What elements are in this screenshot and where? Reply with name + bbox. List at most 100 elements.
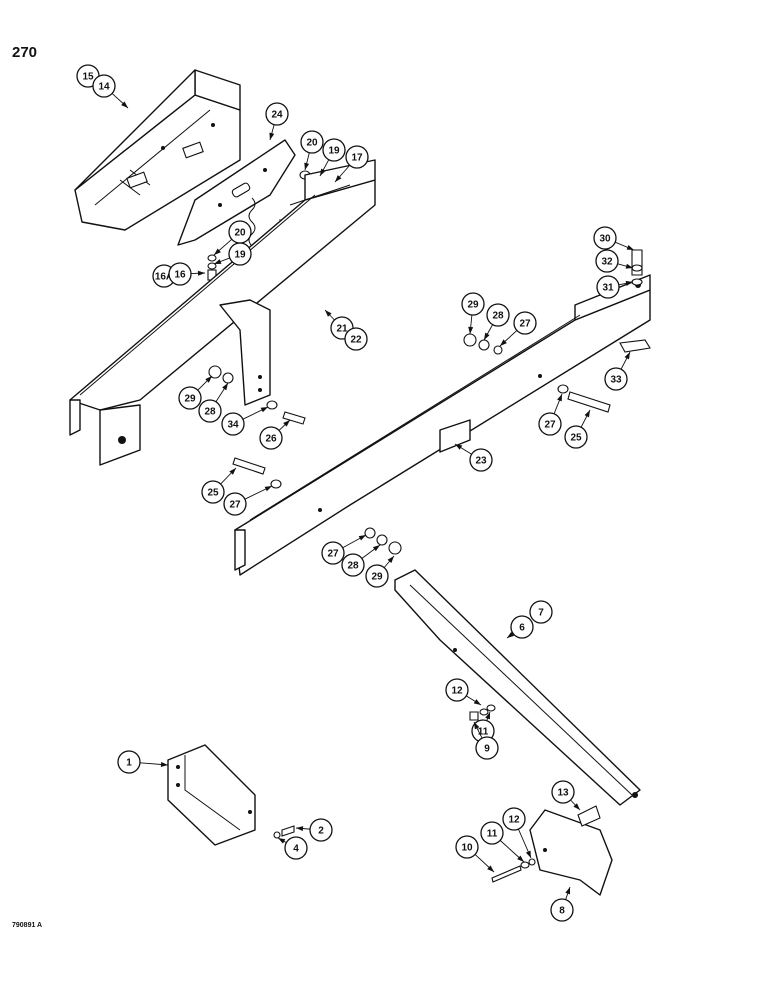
figure-code: 790891 A [12, 922, 43, 929]
callout-circle [341, 553, 365, 577]
leader-arrow [507, 631, 515, 638]
callout-label: 28 [492, 311, 504, 322]
callout-label: 30 [599, 234, 611, 245]
callout-c29c: 29 [365, 555, 395, 588]
callout-circle [510, 615, 534, 639]
callout-label: 16A [155, 272, 173, 283]
leader-arrow [573, 803, 580, 810]
callout-circle [198, 399, 222, 423]
brace-part-6 [394, 569, 641, 806]
callout-label: 1 [126, 758, 132, 769]
long-channel-part-23 [234, 274, 651, 576]
leader-arrow [304, 162, 310, 170]
leader-arrow [283, 420, 290, 427]
callout-c20b: 20 [213, 220, 252, 256]
callout-c1: 1 [117, 750, 169, 774]
leader-arrow [372, 545, 380, 552]
callout-circle [529, 600, 553, 624]
leader-arrow [320, 168, 326, 176]
callout-label: 14 [98, 82, 110, 93]
callout-label: 19 [234, 250, 246, 261]
leader-arrow [358, 535, 366, 541]
callout-label: 27 [519, 319, 531, 330]
leader-arrow [624, 352, 630, 360]
callout-c23: 23 [454, 443, 493, 472]
callout-circle [321, 541, 345, 565]
callout-c16: 16 [168, 262, 206, 286]
callout-label: 19 [328, 146, 340, 157]
callout-circle [564, 425, 588, 449]
page-number: 270 [12, 44, 38, 61]
callout-circle [513, 311, 537, 335]
callout-circle [595, 249, 619, 273]
callout-circle [221, 412, 245, 436]
callout-c2: 2 [295, 818, 333, 842]
callout-label: 27 [327, 549, 339, 560]
callout-circle [502, 807, 526, 831]
callout-c9: 9 [473, 721, 499, 760]
callout-circle [445, 678, 469, 702]
leader-arrow [565, 887, 571, 895]
leader-arrow [525, 850, 531, 858]
leader-arrow [468, 326, 474, 334]
callout-label: 25 [207, 488, 219, 499]
callout-circle [201, 480, 225, 504]
callout-label: 22 [350, 335, 362, 346]
callout-circle [551, 780, 575, 804]
leader-arrow [626, 245, 634, 250]
callout-label: 28 [347, 561, 359, 572]
leader-arrow [625, 280, 633, 286]
callout-label: 23 [475, 456, 487, 467]
leader-arrow [260, 407, 268, 413]
callout-circle [265, 102, 289, 126]
callout-label: 17 [351, 153, 363, 164]
callout-c4: 4 [277, 836, 308, 860]
callout-label: 27 [229, 500, 241, 511]
callout-circle [300, 130, 324, 154]
callout-c8: 8 [550, 886, 574, 922]
callout-label: 10 [461, 843, 473, 854]
callout-circle [550, 898, 574, 922]
callout-label: 11 [478, 727, 489, 738]
callout-label: 29 [184, 394, 196, 405]
callout-c28a: 28 [483, 303, 510, 341]
callout-circle [228, 242, 252, 266]
callout-circle [322, 138, 346, 162]
leader-arrow [197, 270, 205, 276]
callout-label: 32 [601, 257, 613, 268]
callout-label: 25 [570, 433, 582, 444]
callout-circle [284, 836, 308, 860]
hood-bracket-part [74, 69, 241, 231]
callout-circle [593, 226, 617, 250]
leader-arrow [484, 332, 490, 340]
callout-label: 12 [451, 686, 463, 697]
leader-arrow [473, 699, 481, 705]
callout-label: 15 [82, 72, 94, 83]
callout-circle [469, 448, 493, 472]
callout-c24: 24 [265, 102, 289, 141]
callout-c33: 33 [604, 351, 631, 391]
callout-label: 28 [204, 407, 216, 418]
callout-c19b: 19 [213, 242, 252, 266]
leader-arrow [455, 444, 463, 450]
leader-arrow [160, 761, 168, 767]
callout-circle [475, 736, 499, 760]
callout-label: 21 [336, 324, 348, 335]
callout-circle [461, 292, 485, 316]
callout-label: 8 [559, 906, 565, 917]
callout-c6: 6 [506, 615, 534, 639]
callout-circle [344, 327, 368, 351]
callout-c13: 13 [551, 780, 581, 811]
leader-arrow [264, 486, 272, 492]
callout-label: 20 [306, 138, 318, 149]
callout-c28c: 28 [341, 544, 381, 577]
leader-arrow [278, 838, 286, 844]
callout-circle [365, 564, 389, 588]
leader-arrow [625, 263, 633, 269]
callout-label: 33 [610, 375, 622, 386]
callout-circle [480, 821, 504, 845]
leader-arrow [335, 175, 342, 182]
callout-circle [117, 750, 141, 774]
callout-label: 34 [227, 420, 239, 431]
